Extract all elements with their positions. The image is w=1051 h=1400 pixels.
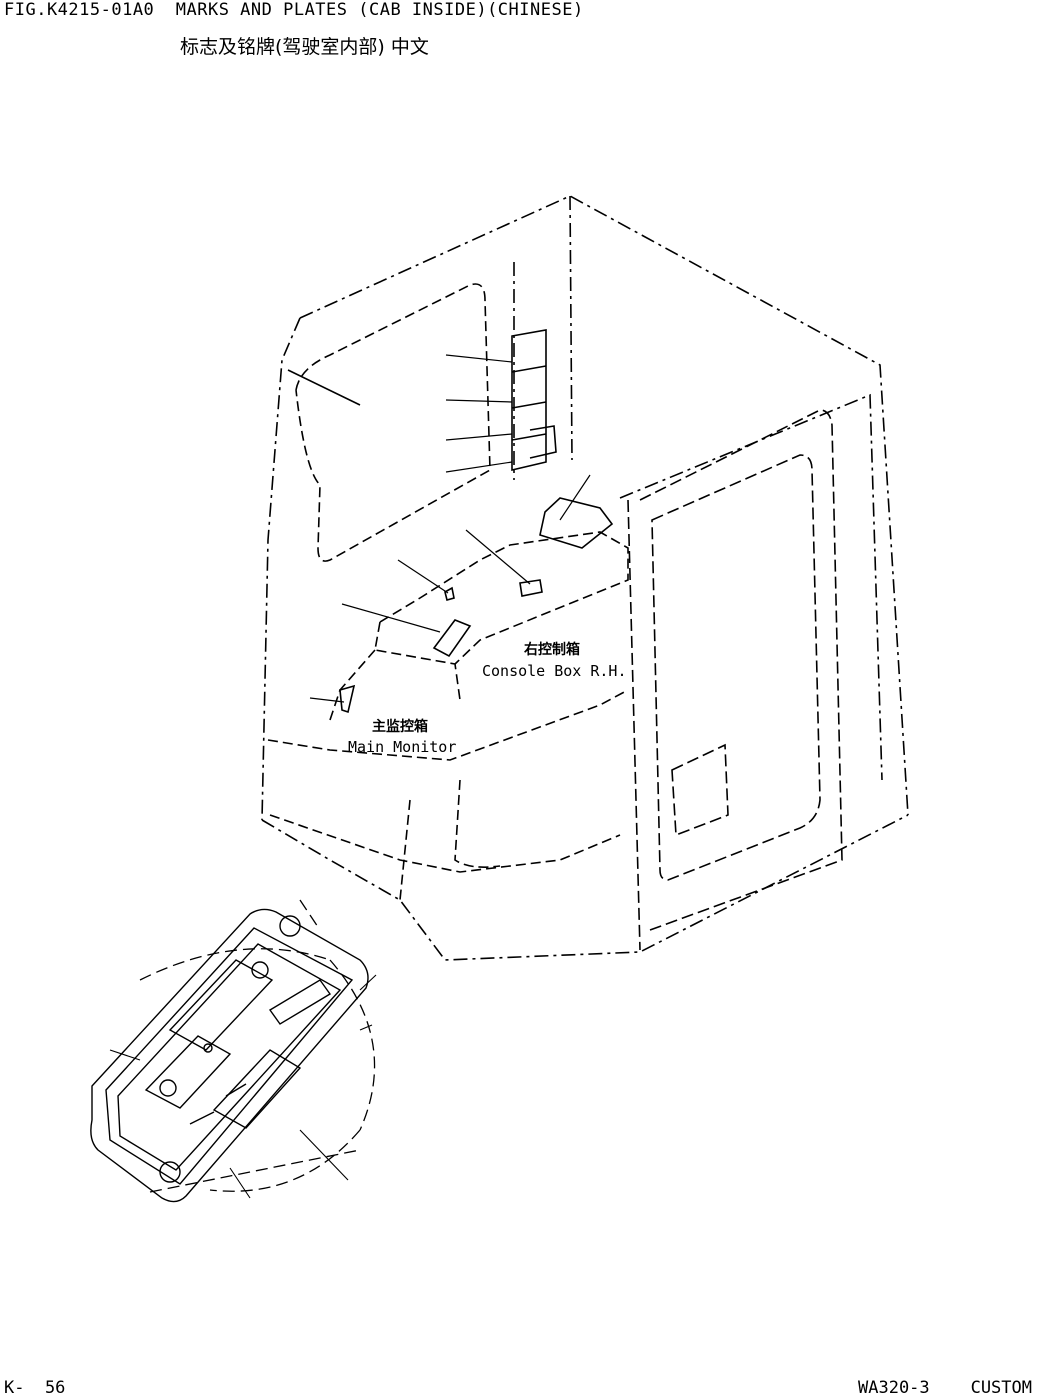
- console-box-label-en: Console Box R.H.: [482, 662, 627, 680]
- main-monitor-label-en: Main Monitor: [348, 738, 456, 756]
- figure-title: FIG.K4215-01A0 MARKS AND PLATES (CAB INS…: [4, 0, 584, 20]
- rear-window: [295, 283, 491, 562]
- cab-door: [627, 409, 843, 951]
- plate-stack-pillar: [511, 329, 557, 472]
- console-box-label-cn: 右控制箱: [523, 641, 580, 658]
- main-monitor-label-cn: 主监控箱: [372, 718, 428, 735]
- plate-small-left: [339, 684, 356, 714]
- plate-console-top: [539, 497, 614, 549]
- monitor-reference-arcs: [139, 899, 376, 1193]
- model-label: WA320-3 CUSTOM: [858, 1378, 1032, 1398]
- plate-console-rect: [432, 619, 472, 658]
- main-monitor-panel: [90, 908, 369, 1203]
- console-body: [267, 531, 629, 901]
- page-number: K- 56: [4, 1378, 66, 1398]
- leader-lines: [309, 354, 591, 703]
- figure-subtitle: 标志及铭牌(驾驶室内部) 中文: [180, 36, 429, 58]
- monitor-leader-lines: [109, 974, 377, 1199]
